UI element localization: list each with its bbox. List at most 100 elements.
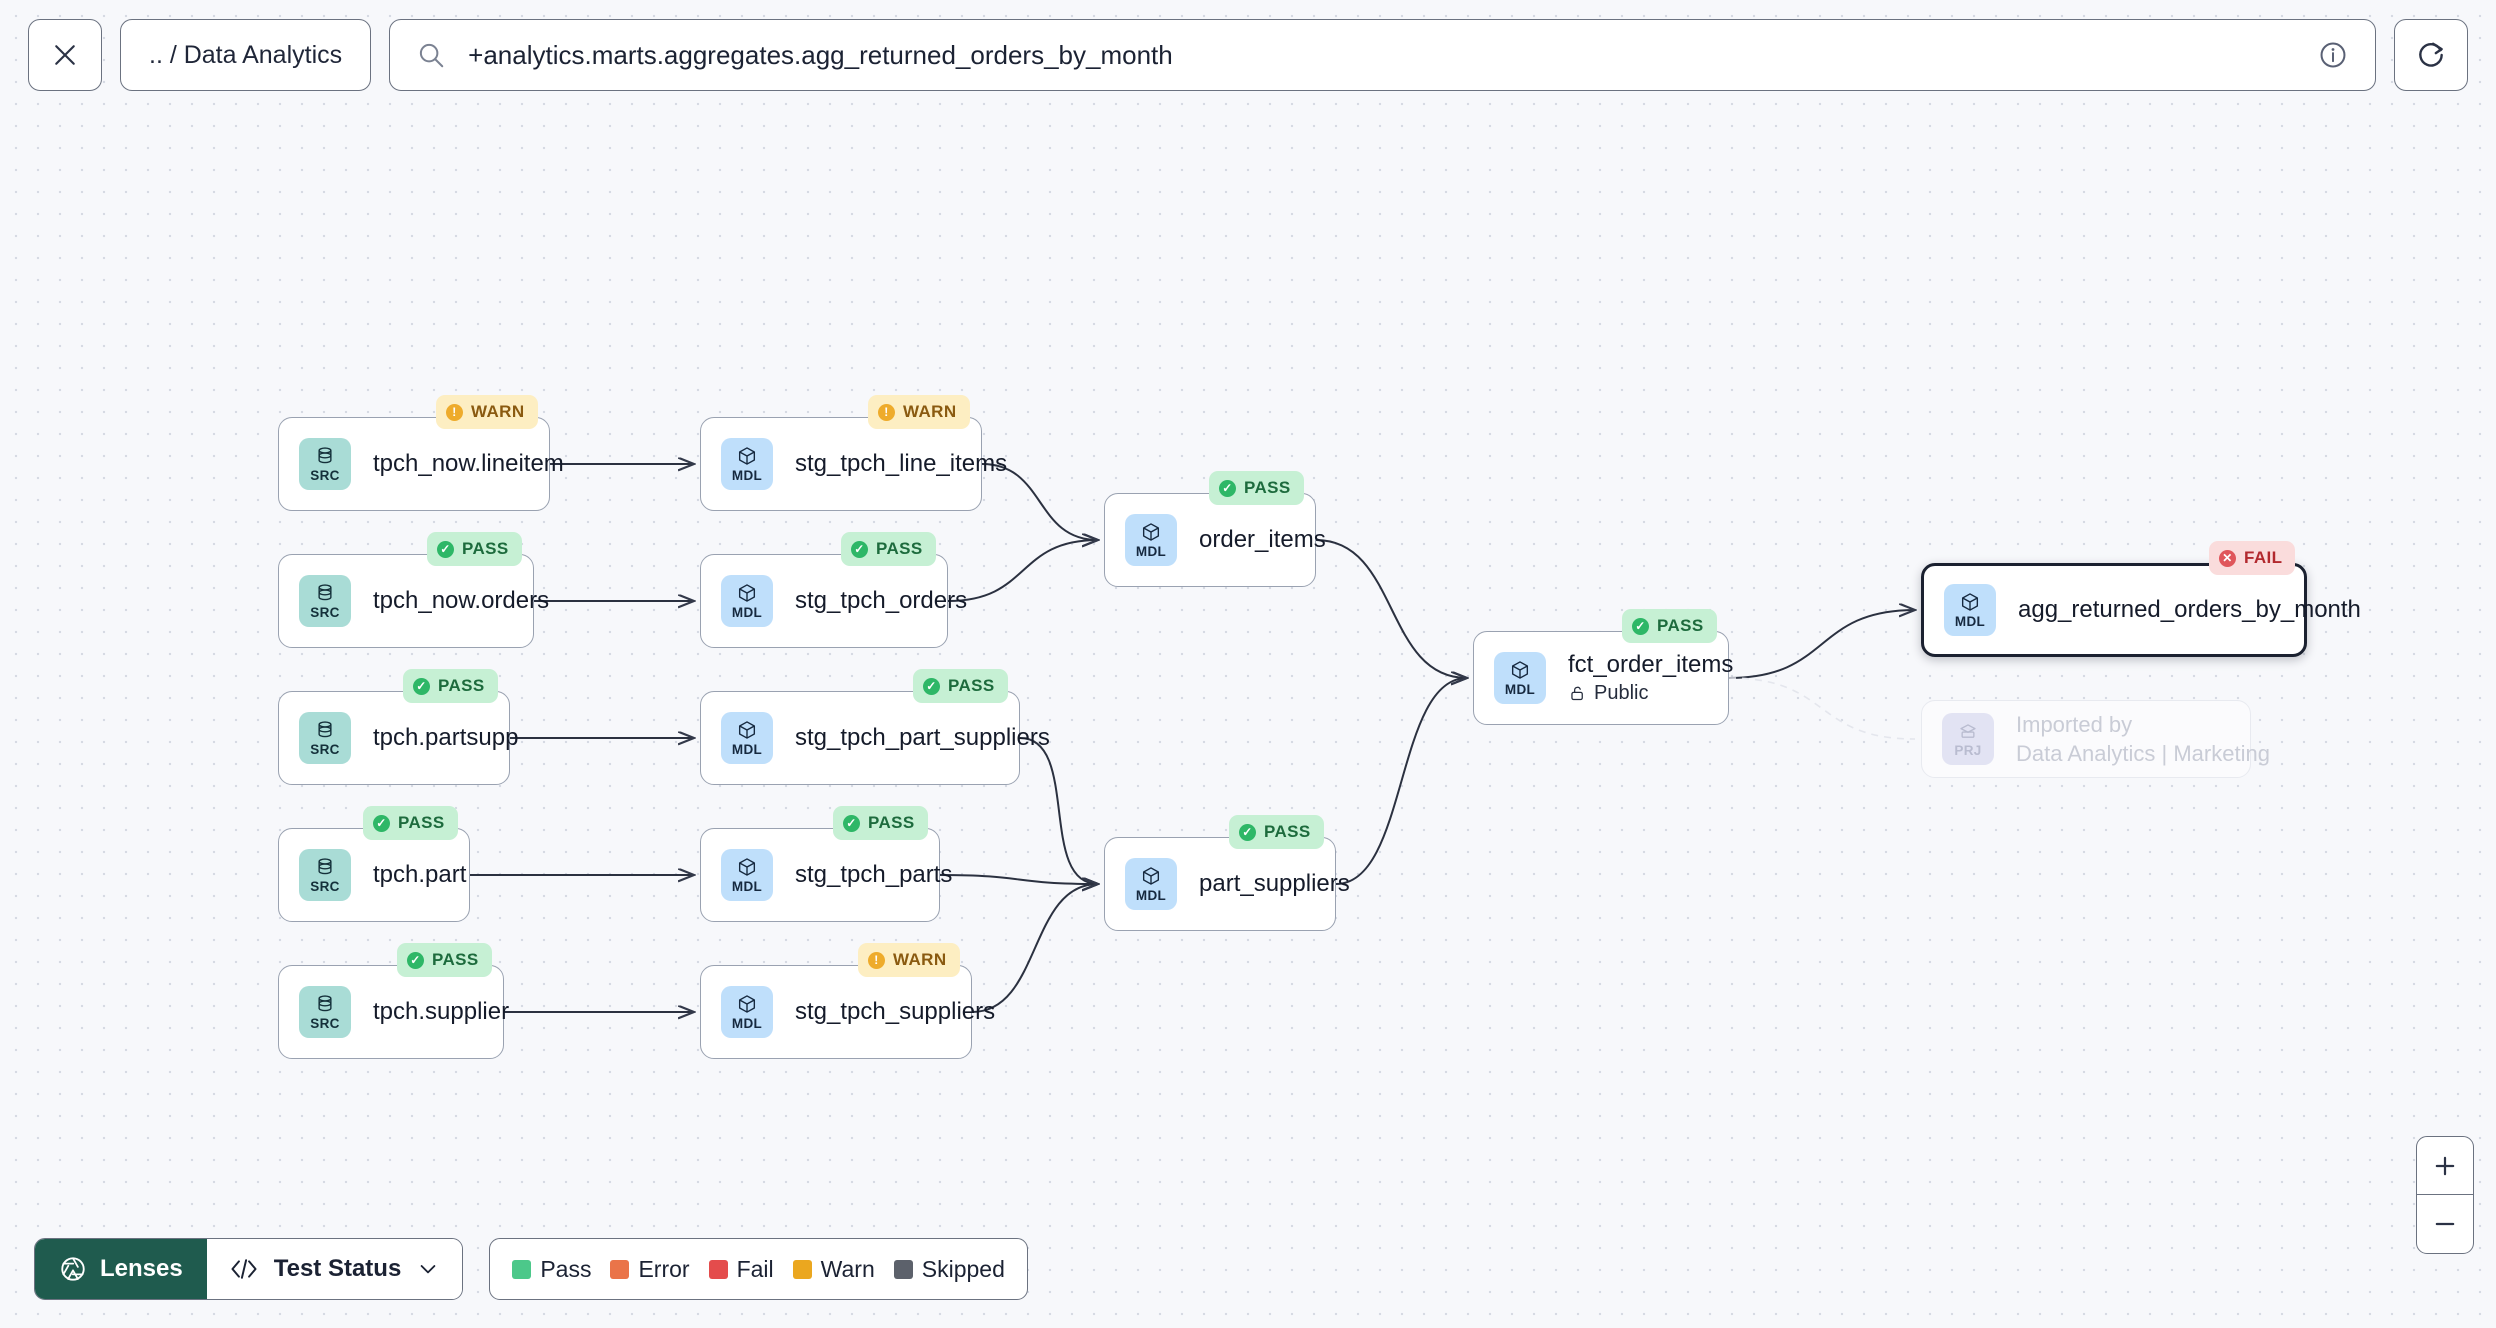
node-kind-chip: MDL <box>721 438 773 490</box>
node-title: tpch_now.lineitem <box>373 450 564 477</box>
check-icon: ✓ <box>437 540 454 558</box>
check-icon: ✓ <box>407 951 424 969</box>
node-kind-label: MDL <box>731 1016 763 1032</box>
legend-item-error[interactable]: Error <box>610 1255 690 1283</box>
status-badge-label: WARN <box>471 402 525 421</box>
status-badge-stg_suppliers[interactable]: !WARN <box>858 943 960 977</box>
node-kind-label: SRC <box>310 605 340 621</box>
edge-stg_suppliers-to-part_supp <box>971 884 1098 1013</box>
edge-part_supp-to-fct_order <box>1335 678 1467 885</box>
status-badge-label: PASS <box>948 676 995 695</box>
zoom-in-button[interactable] <box>2417 1137 2473 1195</box>
node-kind-label: MDL <box>731 742 763 758</box>
graph-node-src_lineitem[interactable]: SRC tpch_now.lineitem <box>278 417 564 511</box>
check-icon: ✓ <box>1219 479 1236 497</box>
lenses-button[interactable]: Lenses <box>35 1239 207 1299</box>
status-badge-src_partsupp[interactable]: ✓PASS <box>403 669 498 703</box>
graph-node-src_part[interactable]: SRC tpch.part <box>278 828 470 922</box>
bottom-toolbar: Lenses Test Status Pass Error Fail Warn Skip… <box>34 1238 1028 1300</box>
info-icon[interactable] <box>2317 39 2349 71</box>
node-kind-chip: PRJ <box>1942 713 1994 765</box>
status-badge-part_supp[interactable]: ✓PASS <box>1229 815 1324 849</box>
node-title: tpch.supplier <box>373 998 510 1025</box>
legend-item-pass[interactable]: Pass <box>512 1256 591 1283</box>
check-icon: ✓ <box>413 677 430 695</box>
check-icon: ✓ <box>843 814 860 832</box>
search-bar[interactable] <box>389 19 2376 91</box>
node-kind-label: MDL <box>1135 544 1167 560</box>
test-status-dropdown[interactable]: Test Status <box>206 1239 463 1299</box>
node-kind-label: MDL <box>1135 888 1167 904</box>
node-kind-label: SRC <box>310 879 340 895</box>
status-badge-stg_parts[interactable]: ✓PASS <box>833 806 928 840</box>
status-badge-src_supplier[interactable]: ✓PASS <box>397 943 492 977</box>
status-badge-label: PASS <box>1244 478 1291 497</box>
legend-item-warn[interactable]: Warn <box>792 1256 875 1283</box>
project-icon <box>1960 724 1976 739</box>
node-kind-chip: MDL <box>721 986 773 1038</box>
legend-swatch <box>893 1259 913 1279</box>
status-badge-stg_partsup[interactable]: ✓PASS <box>913 669 1008 703</box>
legend-label: Error <box>638 1255 690 1282</box>
status-badge-order_items[interactable]: ✓ PASS <box>1209 471 1304 505</box>
node-text: tpch.part <box>373 861 466 889</box>
status-badge-src_part[interactable]: ✓PASS <box>363 806 458 840</box>
breadcrumb-button[interactable]: .. / Data Analytics <box>120 19 372 91</box>
cube-icon <box>738 584 756 603</box>
status-badge-src_lineitem[interactable]: ! WARN <box>436 395 538 429</box>
check-icon: ✓ <box>1239 823 1256 841</box>
refresh-button[interactable] <box>2394 19 2468 91</box>
test-status-label: Test Status <box>273 1255 402 1282</box>
check-icon: ✓ <box>373 814 390 832</box>
unlock-icon <box>1571 686 1583 701</box>
legend-swatch <box>708 1259 728 1279</box>
zoom-out-button[interactable] <box>2417 1195 2473 1253</box>
warning-icon: ! <box>868 951 885 969</box>
node-title: part_suppliers <box>1199 870 1350 897</box>
search-input[interactable] <box>468 39 2295 71</box>
node-kind-label: SRC <box>310 468 340 484</box>
node-subtitle: Data Analytics | Marketing <box>2016 741 2270 767</box>
node-kind-chip: MDL <box>1944 584 1996 636</box>
node-text: tpch.supplier <box>373 998 510 1026</box>
graph-node-part_supp[interactable]: MDL part_suppliers <box>1104 837 1350 931</box>
status-badge-fct_order[interactable]: ✓PASS <box>1622 609 1717 643</box>
close-button[interactable] <box>28 19 102 91</box>
node-kind-chip: MDL <box>721 575 773 627</box>
status-badge-agg_returned[interactable]: ✕FAIL <box>2209 541 2296 575</box>
legend-item-fail[interactable]: Fail <box>708 1256 774 1283</box>
legend-item-skipped[interactable]: Skipped <box>893 1256 1005 1283</box>
warning-icon: ! <box>446 403 463 421</box>
node-title: tpch.part <box>373 861 467 888</box>
node-title: fct_order_items <box>1568 651 1734 678</box>
status-badge-stg_line[interactable]: !WARN <box>868 395 970 429</box>
node-text: agg_returned_orders_by_month <box>2018 596 2361 624</box>
top-toolbar: .. / Data Analytics <box>0 0 2496 110</box>
status-badge-label: WARN <box>903 402 957 421</box>
graph-node-agg_returned[interactable]: MDL agg_returned_orders_by_month <box>1921 563 2361 657</box>
edge-stg_partsup-to-part_supp <box>1019 737 1098 884</box>
code-icon <box>231 1259 257 1279</box>
legend-label: Pass <box>540 1255 592 1282</box>
status-badge-stg_orders[interactable]: ✓PASS <box>841 532 936 566</box>
status-badge-src_orders[interactable]: ✓PASS <box>427 532 522 566</box>
edge-fct_order-to-agg_returned <box>1728 610 1915 679</box>
node-kind-chip: MDL <box>721 712 773 764</box>
status-badge-label: PASS <box>876 539 923 558</box>
edge-order_items-to-fct_order <box>1315 539 1467 678</box>
legend-swatch <box>512 1259 532 1279</box>
node-text: tpch_now.lineitem <box>373 450 564 478</box>
